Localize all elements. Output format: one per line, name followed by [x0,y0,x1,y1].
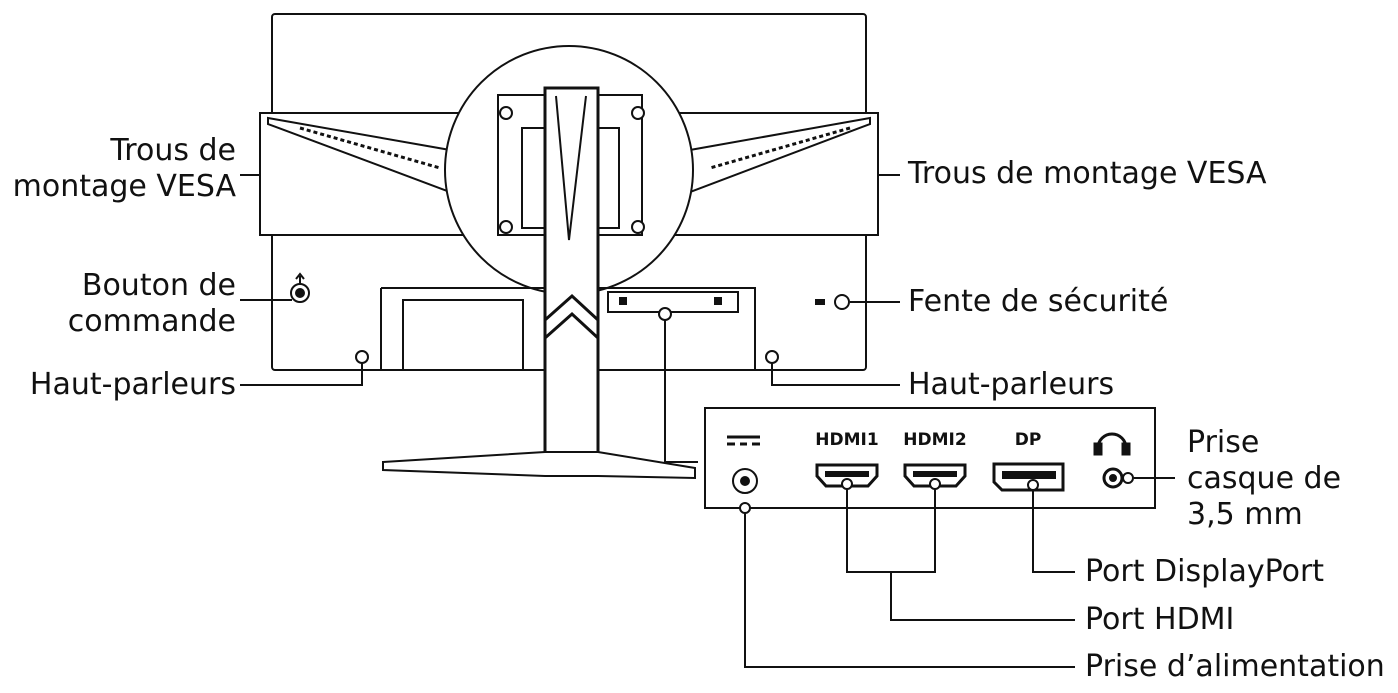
headphone-line1: Prise [1187,425,1260,460]
headphone-icon [1093,432,1131,456]
vesa-hole-bl [499,220,513,234]
port-strip [607,291,739,313]
vesa-left-line1: Trous de [110,133,236,168]
lower-bay-inner [402,299,524,371]
hdmi2-marker [929,478,941,490]
security-slot-label: Fente de sécurité [908,284,1169,319]
headphone-jack [1102,467,1134,489]
port-strip-marker [658,307,672,321]
headphone-line2: casque de [1187,461,1342,496]
lock-slot-icon [815,294,850,310]
speakers-left-label: Haut-parleurs [29,367,236,402]
control-line2: commande [67,304,236,339]
speaker-marker-left [355,350,369,364]
vesa-hole-br [631,220,645,234]
dp-label: DP [1015,430,1042,450]
displayport-label: Port DisplayPort [1085,554,1325,589]
hdmi1-marker [841,478,853,490]
speakers-right-label: Haut-parleurs [908,367,1115,402]
power-jack [732,468,758,494]
vesa-hole-tr [631,106,645,120]
hdmi2-port-inner [913,471,957,477]
control-button-label: Bouton de commande [68,268,236,340]
ports-panel [704,407,1156,509]
speaker-marker-right [765,350,779,364]
stand-neck-chevron [544,293,600,340]
headphone-label: Prise casque de 3,5 mm [1187,425,1341,533]
hdmi-label: Port HDMI [1085,602,1235,637]
dc-power-icon [727,435,760,446]
dp-marker [1027,479,1039,491]
right-speaker-slots [709,126,851,170]
hdmi2-label: HDMI2 [903,430,966,450]
lower-bay [380,287,756,370]
vesa-hole-tl [499,106,513,120]
control-line1: Bouton de [81,268,236,303]
hdmi1-label: HDMI1 [815,430,878,450]
vesa-left-line2: montage VESA [12,169,236,204]
stand-neck [543,86,600,464]
power-marker [739,502,751,514]
stand-base [382,451,696,480]
joystick-icon [290,272,310,303]
port-strip-dot-a [619,297,627,305]
port-strip-dot-b [714,297,722,305]
headphone-line3: 3,5 mm [1187,497,1303,532]
vesa-left-label: Trous de montage VESA [13,133,236,205]
displayport-port-inner [1002,471,1056,479]
power-label: Prise d’alimentation [1085,649,1385,684]
leader-lines [240,174,1175,668]
left-speaker-slots [299,126,441,170]
vesa-right-label: Trous de montage VESA [908,156,1267,191]
hdmi1-port-inner [825,471,869,477]
stand-neck-channel [555,95,587,241]
